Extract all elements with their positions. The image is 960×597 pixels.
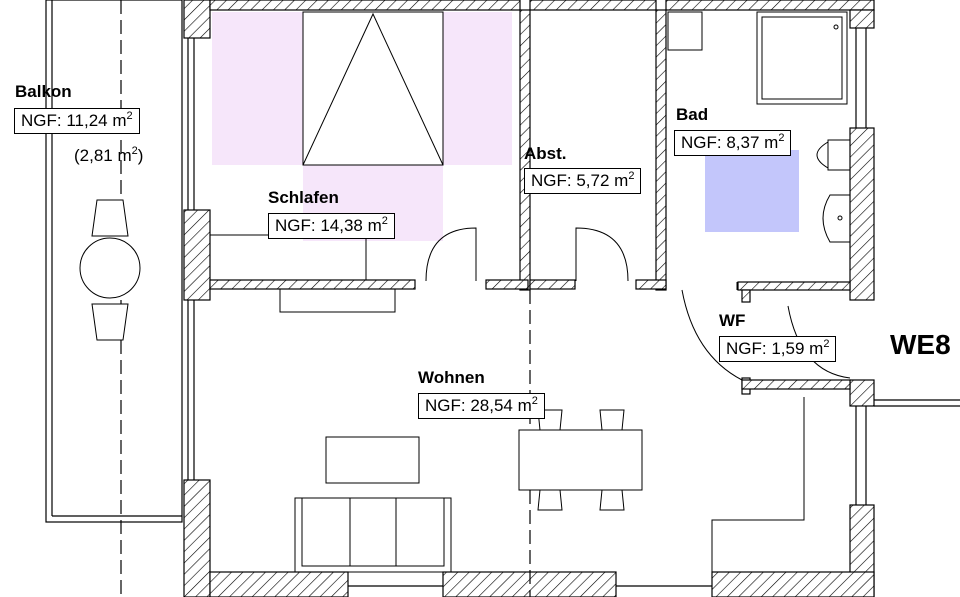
area-label-balkon: NGF: 11,24 m2	[14, 108, 140, 134]
room-name-bad: Bad	[676, 105, 709, 124]
area-unit-schlafen: 2	[381, 215, 388, 227]
area-label-abst: NGF: 5,72 m2	[524, 168, 642, 194]
sub-area-unit-balkon: 2	[131, 145, 138, 157]
area-unit-wohnen: 2	[531, 395, 538, 407]
furniture	[79, 11, 851, 573]
area-label-wohnen: NGF: 28,54 m2	[418, 393, 545, 419]
area-label-wf: NGF: 1,59 m2	[719, 336, 837, 362]
area-label-bad: NGF: 8,37 m2	[674, 130, 792, 156]
sub-area-close-balkon: )	[137, 146, 144, 165]
room-name-schlafen: Schlafen	[268, 188, 339, 207]
area-text-wohnen: NGF: 28,54 m	[425, 396, 532, 415]
sub-area-text-balkon: (2,81 m	[74, 146, 132, 165]
unit-id: WE8	[890, 329, 951, 360]
area-unit-abst: 2	[628, 170, 635, 182]
area-text-bad: NGF: 8,37 m	[681, 133, 779, 152]
room-name-wf: WF	[719, 311, 746, 330]
room-name-balkon: Balkon	[15, 82, 72, 101]
room-name-wohnen: Wohnen	[418, 368, 485, 387]
room-name-abst: Abst.	[524, 144, 567, 163]
area-unit-bad: 2	[778, 132, 785, 144]
area-text-wf: NGF: 1,59 m	[726, 339, 824, 358]
area-label-schlafen: NGF: 14,38 m2	[268, 213, 395, 239]
area-text-schlafen: NGF: 14,38 m	[275, 216, 382, 235]
area-text-balkon: NGF: 11,24 m	[21, 111, 127, 130]
walls	[183, 0, 875, 597]
sub-area-balkon: (2,81 m2)	[74, 146, 143, 166]
bath-zone	[705, 150, 799, 232]
area-unit-wf: 2	[823, 338, 830, 350]
area-text-abst: NGF: 5,72 m	[531, 171, 629, 190]
area-unit-balkon: 2	[126, 110, 133, 122]
